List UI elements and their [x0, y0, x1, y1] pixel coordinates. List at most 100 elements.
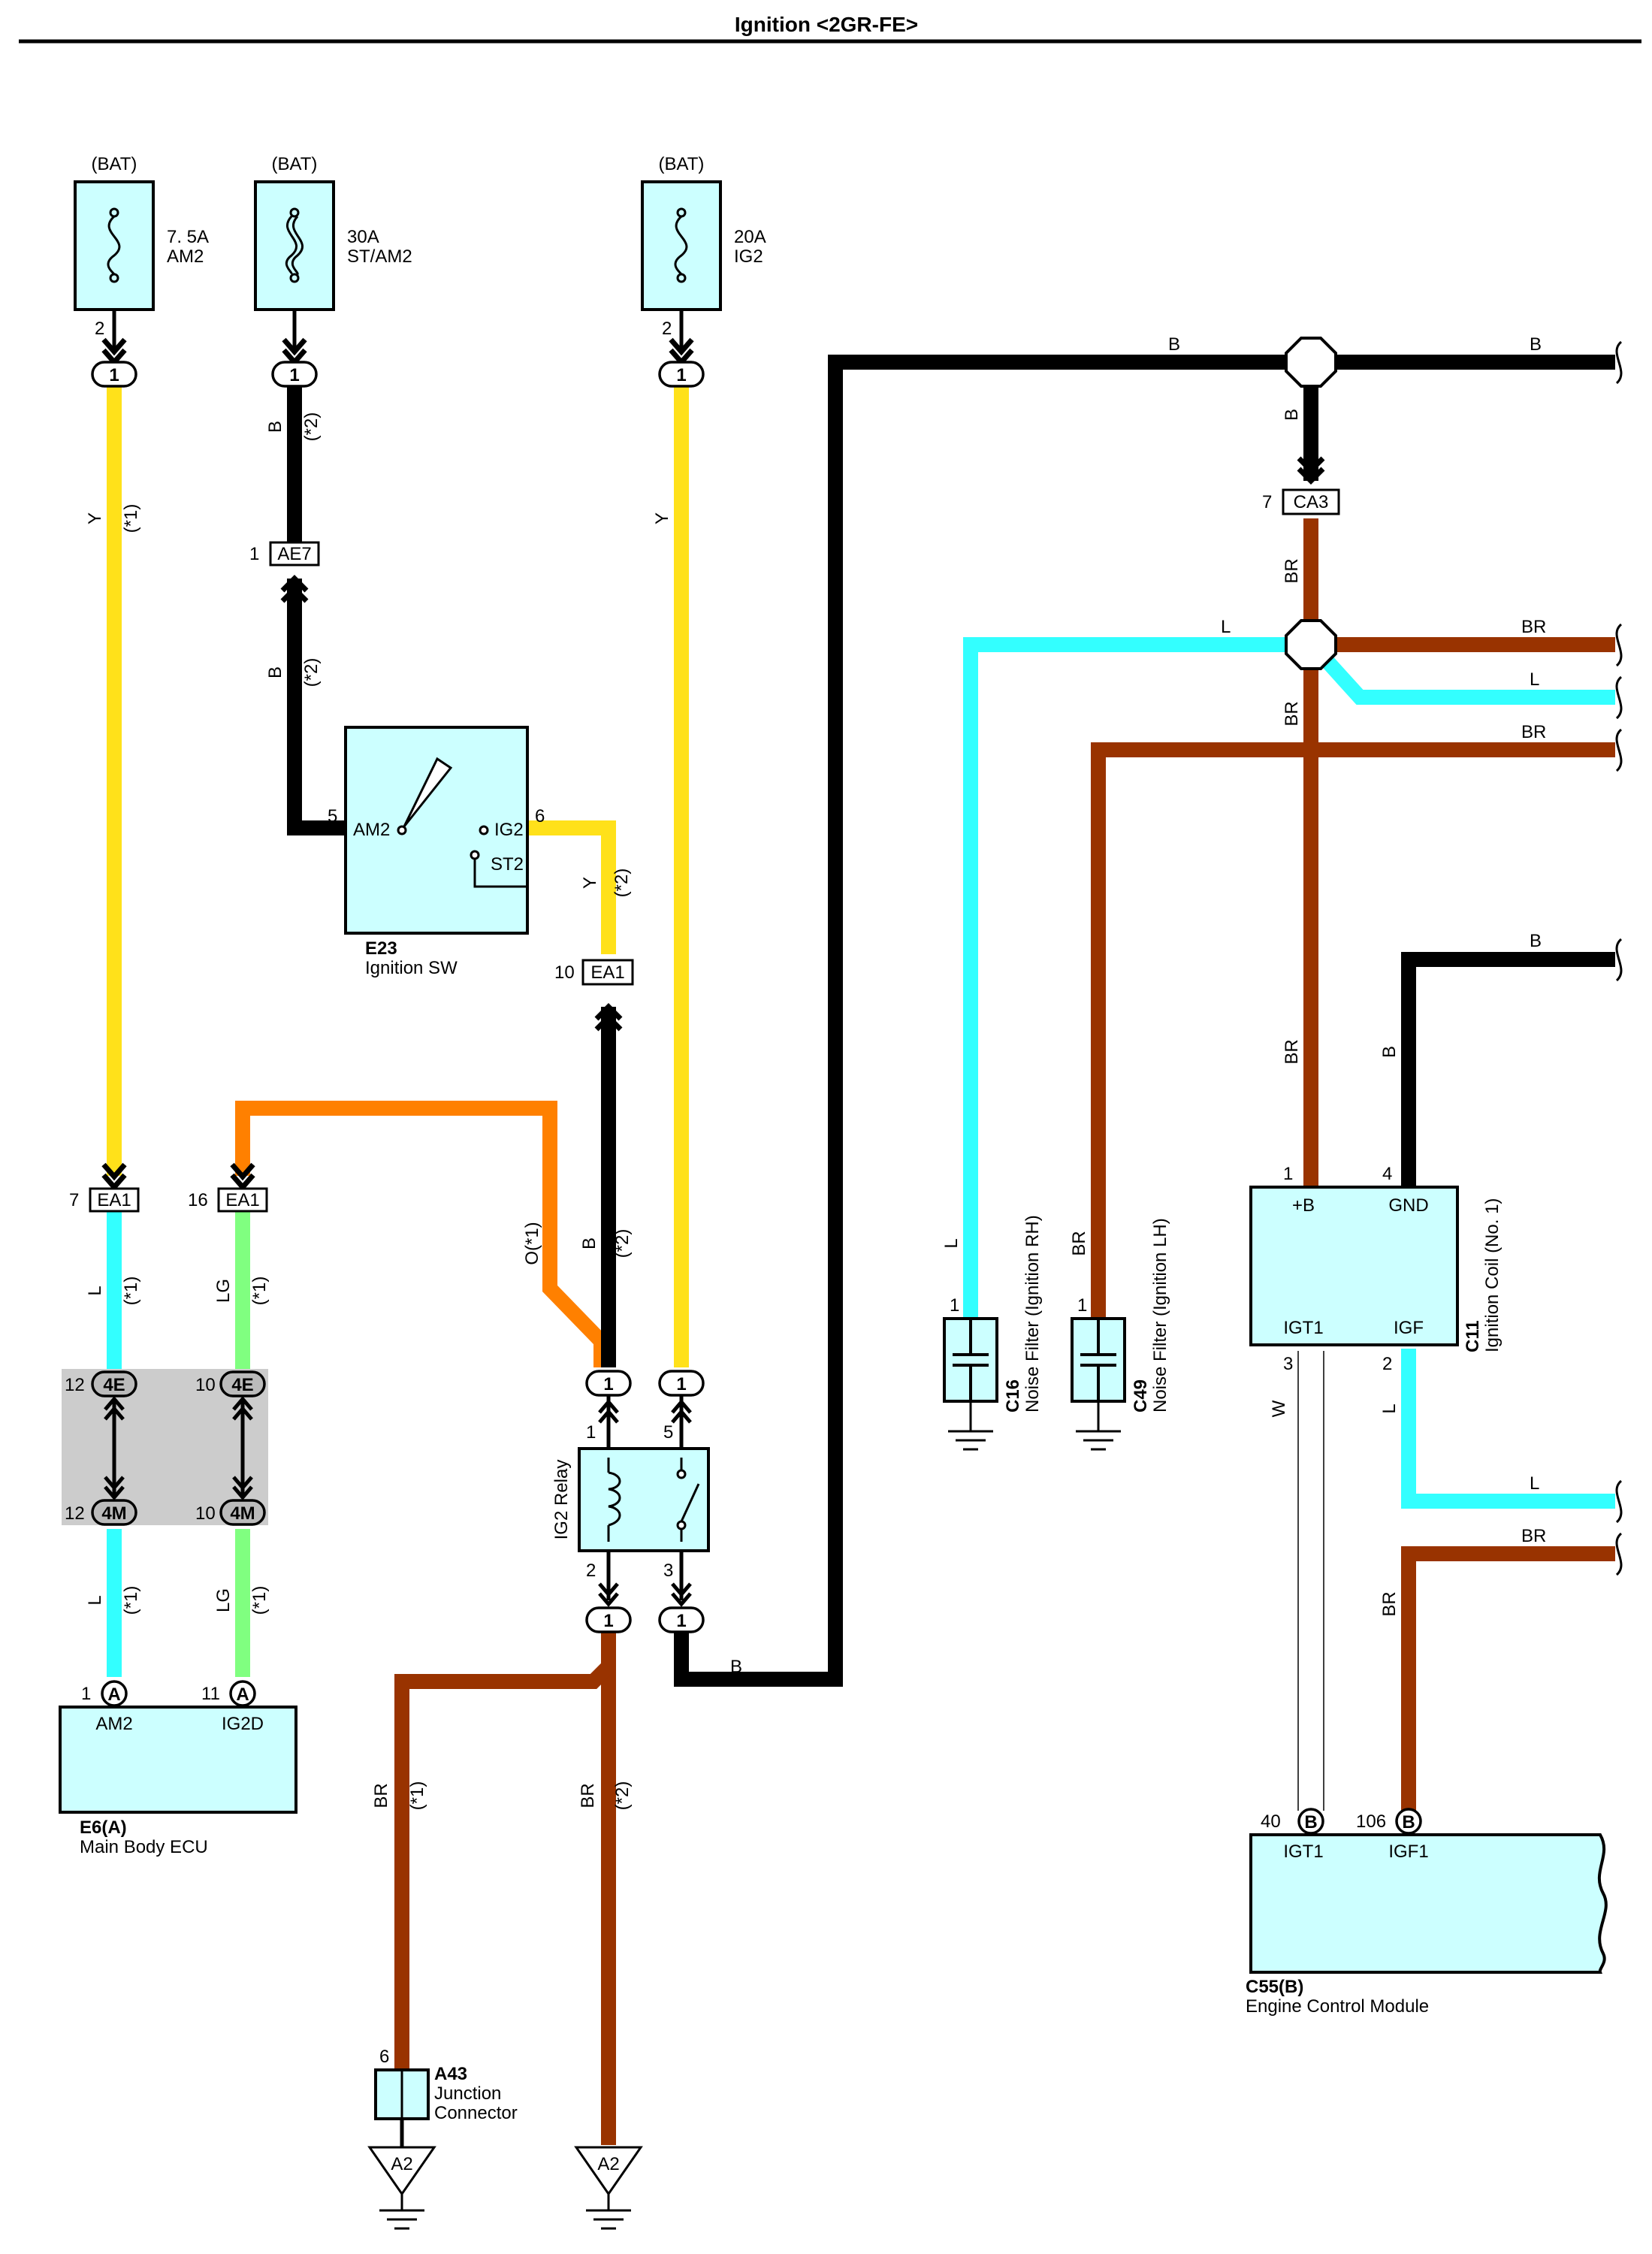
- relay-pin-1: 1: [586, 1422, 596, 1443]
- ecu-terminal-am2: AM2: [95, 1714, 132, 1734]
- fuse-arrows: [101, 337, 694, 367]
- ecm-terminal-igt1: IGT1: [1283, 1842, 1323, 1862]
- wire-label-br: BR: [1521, 617, 1546, 637]
- ig2-relay: 1 1 1 5 2 3 IG2 Relay 1 1: [551, 1370, 710, 1633]
- wire-labels-lower: BR (*1) BR (*2): [371, 1781, 633, 1811]
- wire-note: (*2): [301, 658, 322, 687]
- ground-a2-left: A2: [367, 2146, 436, 2230]
- wire-label-y: Y: [85, 512, 105, 524]
- fuse-pin: 2: [662, 319, 672, 339]
- coil-pin-2: 2: [1382, 1354, 1392, 1374]
- filter-pin: 1: [1077, 1295, 1087, 1316]
- wire-label-br: BR: [1521, 1526, 1546, 1546]
- wire-label-br: BR: [1521, 722, 1546, 742]
- wire-label-l: L: [941, 1238, 962, 1248]
- wire-label-b: B: [265, 666, 285, 678]
- wire-note: (*2): [612, 1781, 633, 1811]
- wire-label-l: L: [85, 1595, 105, 1605]
- junction-pin: 10: [195, 1375, 216, 1395]
- wire-label-w: W: [1269, 1400, 1289, 1417]
- ecu-conn-a: A: [236, 1684, 249, 1705]
- wire-label-b: B: [1530, 931, 1542, 951]
- connector-label: CA3: [1294, 492, 1329, 512]
- junction-label: 4M: [230, 1503, 255, 1524]
- junction-label: 4M: [101, 1503, 126, 1524]
- coil-terminal-igf: IGF: [1394, 1318, 1424, 1338]
- wire-br-junction: [394, 1660, 615, 2070]
- ecu-conn-a: A: [107, 1684, 120, 1705]
- wire-labels-upper: Y (*1) B (*2) B (*2) Y Y (*2): [85, 412, 672, 898]
- wire-l-right: [1318, 652, 1615, 705]
- wire-label-b: B: [1168, 334, 1180, 355]
- fuse-source: (BAT): [272, 154, 318, 174]
- wire-w-igt1: [1297, 1351, 1324, 1811]
- junction-pin: 12: [65, 1375, 85, 1395]
- coil-name: Ignition Coil (No. 1): [1482, 1198, 1503, 1352]
- ecm-code: C55(B): [1246, 1977, 1303, 1997]
- wire-note: (*1): [121, 1586, 141, 1615]
- fuse-ig2: (BAT) 20A IG2 2: [641, 154, 766, 353]
- wire-label-b: B: [1530, 334, 1542, 355]
- junction-pin: 12: [65, 1503, 85, 1524]
- inline-label: 1: [109, 365, 119, 385]
- junction-connector-a43: 6 A43 Junction Connector: [374, 2047, 518, 2147]
- ignition-coil: 1 4 +B GND IGT1 IGF 3 2 C11 Ignition Coi…: [1249, 1164, 1503, 1374]
- inline-label: 1: [676, 1611, 686, 1631]
- switch-code: E23: [365, 938, 397, 959]
- ecm-pin-40: 40: [1261, 1811, 1281, 1832]
- wire-label-br: BR: [371, 1783, 391, 1808]
- filter-name: Noise Filter (Ignition LH): [1150, 1218, 1170, 1413]
- noise-filter-lh: 1 C49 Noise Filter (Ignition LH): [1071, 1218, 1170, 1451]
- fuse-name: IG2: [734, 246, 763, 267]
- fuse-name: ST/AM2: [347, 246, 412, 267]
- filter-code: C49: [1131, 1379, 1151, 1413]
- wire-note: (*1): [121, 1277, 141, 1306]
- wire-label-o: O(*1): [522, 1222, 542, 1264]
- fuse-rating: 7. 5A: [167, 227, 209, 247]
- ecu-code: E6(A): [80, 1817, 127, 1838]
- inline-label: 1: [289, 365, 299, 385]
- switch-pin-5: 5: [328, 806, 337, 826]
- wire-label-l: L: [1530, 669, 1539, 690]
- connector-ea1-left: 7 EA1: [69, 1162, 140, 1213]
- splice-mid: [1285, 619, 1337, 670]
- junction-block-4e-4m: 12 10 12 10 4E 4E 4M 4M: [62, 1369, 268, 1526]
- ground-label: A2: [391, 2154, 412, 2174]
- wire-note: (*2): [612, 1229, 633, 1258]
- wire-o-ig2d: [235, 1101, 609, 1367]
- connector-pin: 16: [188, 1190, 208, 1210]
- coil-terminal-igt1: IGT1: [1283, 1318, 1323, 1338]
- wire-y-ig2-sw: [527, 820, 616, 954]
- wire-br-noise-lh: [1091, 742, 1615, 1319]
- coil-code: C11: [1463, 1320, 1483, 1352]
- junction-code: A43: [434, 2064, 467, 2084]
- switch-terminal-st2: ST2: [491, 854, 524, 875]
- wire-label-l: L: [85, 1286, 105, 1295]
- wire-l-noise-rh: [963, 637, 1294, 1319]
- switch-pin-6: 6: [535, 806, 545, 826]
- filter-name: Noise Filter (Ignition RH): [1022, 1215, 1043, 1413]
- main-body-ecu: 1 11 A A AM2 IG2D E6(A) Main Body ECU: [59, 1680, 297, 1857]
- ground-a2-right: A2: [574, 2146, 643, 2230]
- wire-label-b: B: [265, 421, 285, 433]
- relay-pin-5: 5: [663, 1422, 673, 1443]
- wire-note: (*2): [612, 869, 632, 898]
- inline-label: 1: [603, 1611, 613, 1631]
- filter-pin: 1: [950, 1295, 959, 1316]
- wire-l-igf: [1401, 1349, 1615, 1509]
- fuse-rating: 30A: [347, 227, 379, 247]
- relay-pin-3: 3: [663, 1561, 673, 1581]
- wire-b-ae7-sw: [287, 579, 346, 835]
- connector-ea1-top: 10 EA1: [554, 959, 634, 1032]
- connector-ca3: 7 CA3: [1262, 456, 1340, 515]
- inline-label: 1: [676, 1374, 686, 1394]
- ecm-conn-b: B: [1304, 1812, 1317, 1833]
- wire-label-br: BR: [1282, 1039, 1302, 1064]
- wire-label-br: BR: [1069, 1231, 1089, 1255]
- inline-label: 1: [676, 365, 686, 385]
- wire-label-b: B: [1379, 1046, 1400, 1058]
- fuse-source: (BAT): [659, 154, 705, 174]
- splice-top: [1285, 337, 1337, 388]
- wire-label-b: B: [579, 1237, 599, 1249]
